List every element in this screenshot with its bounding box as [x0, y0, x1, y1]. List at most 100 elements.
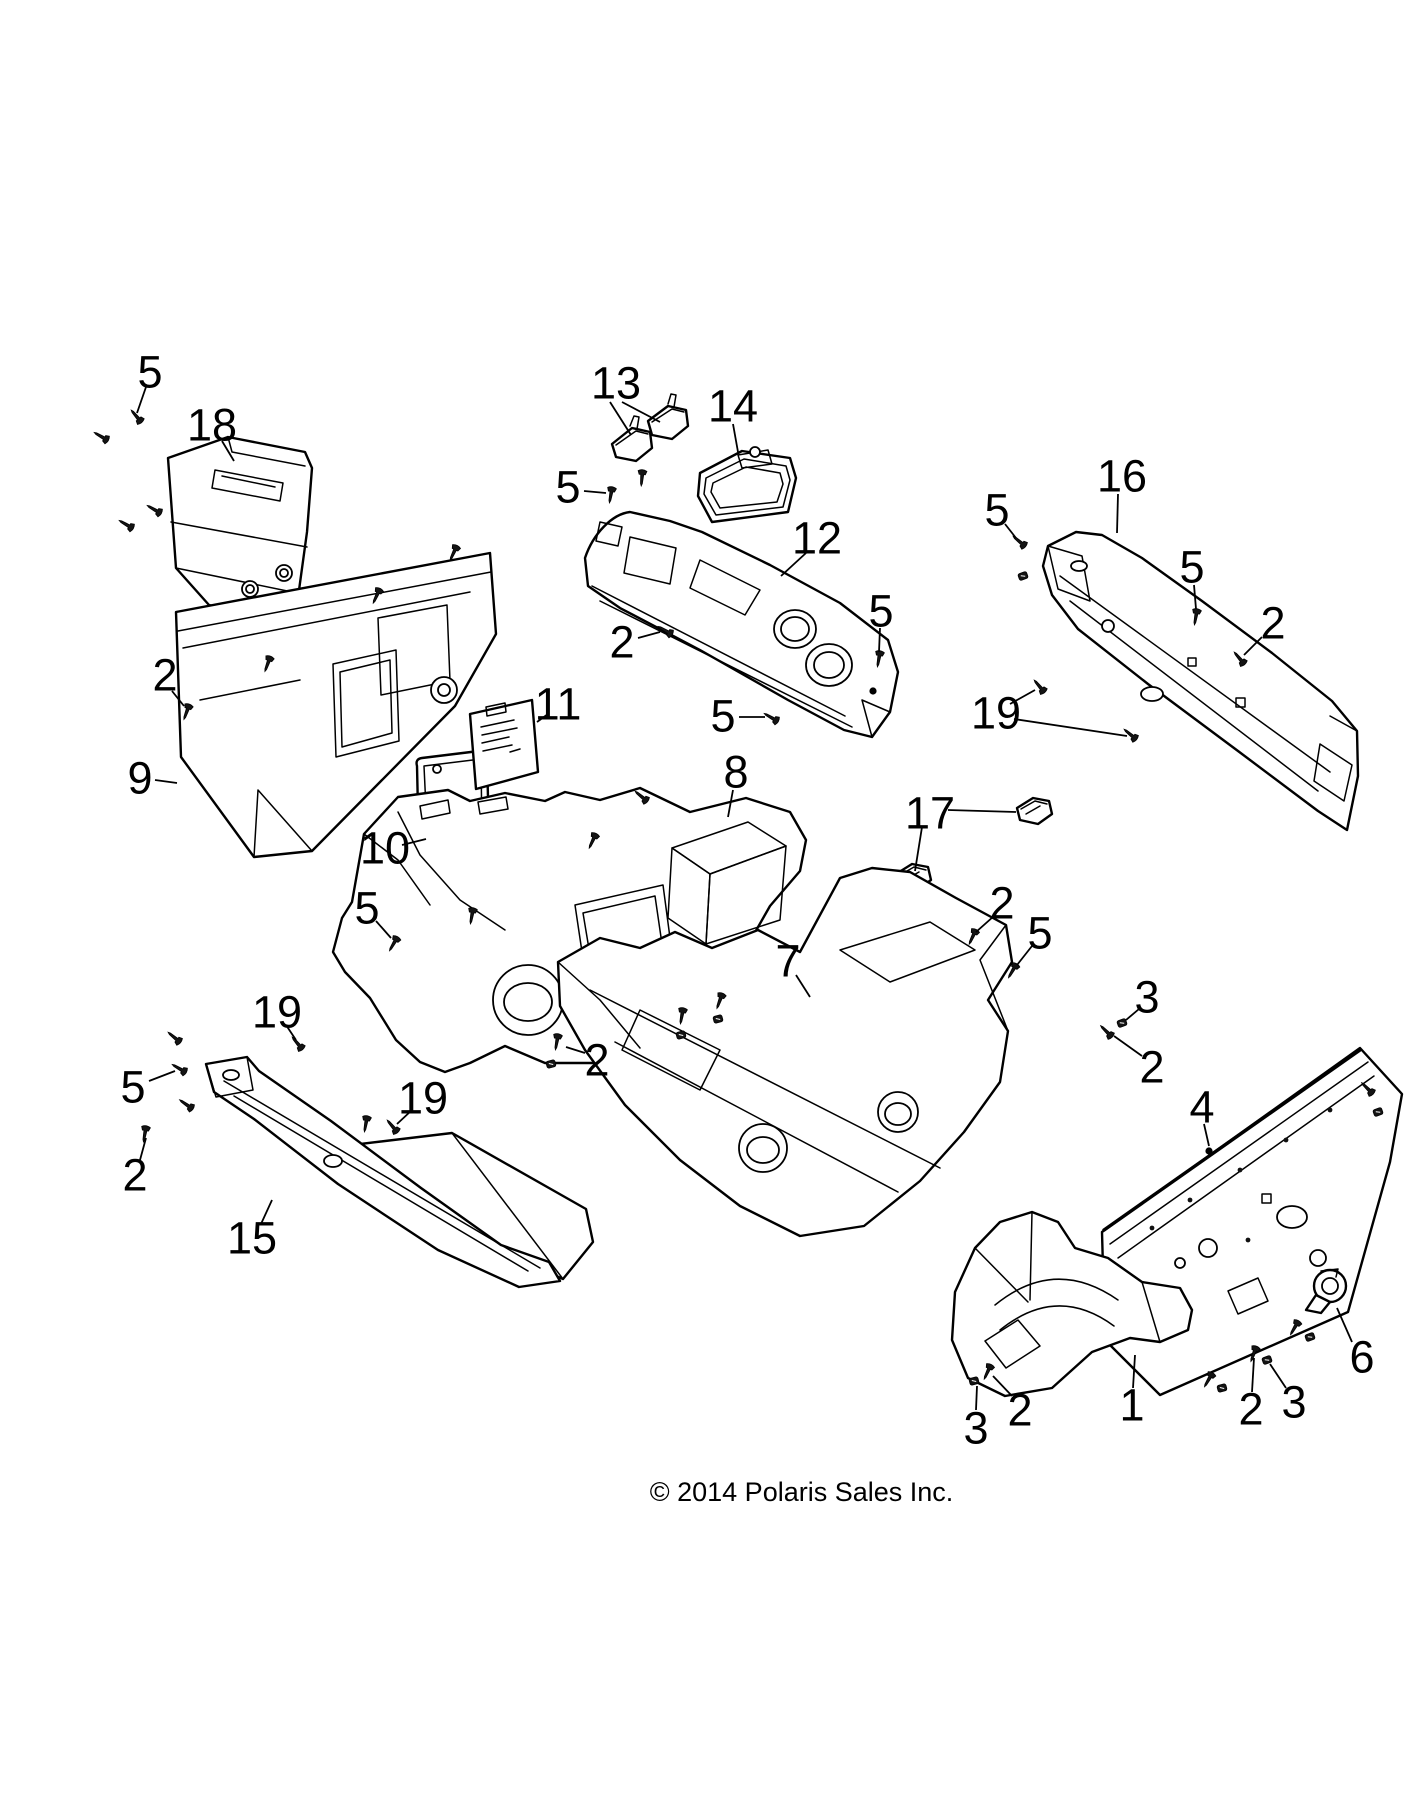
- leader-line: [1013, 718, 1128, 737]
- rivet-dot-icon: [1205, 1147, 1213, 1155]
- callout-2-31: 2: [584, 1035, 609, 1086]
- screw-icon: [1203, 1371, 1217, 1388]
- leader-line: [171, 690, 185, 707]
- screw-icon: [637, 469, 648, 488]
- callout-5-11: 5: [868, 586, 893, 637]
- callout-2-26: 2: [1139, 1042, 1164, 1093]
- callout-3-24: 3: [1134, 972, 1159, 1023]
- screw-icon: [678, 1007, 688, 1025]
- callout-12-8: 12: [792, 513, 842, 564]
- leader-line: [536, 713, 549, 723]
- leader-line: [154, 779, 178, 784]
- callout-5-20: 5: [354, 883, 379, 934]
- callout-7-23: 7: [775, 936, 800, 987]
- callout-8-17: 8: [723, 747, 748, 798]
- screw-icon: [130, 409, 145, 425]
- leader-line: [396, 1109, 413, 1125]
- leader-line: [1009, 689, 1036, 705]
- nut-icon: [1116, 1018, 1128, 1028]
- leader-line: [975, 915, 995, 933]
- leader-line: [1243, 636, 1263, 656]
- callout-5-0: 5: [137, 347, 162, 398]
- screw-icon: [1192, 608, 1202, 626]
- leader-line: [1251, 1357, 1255, 1393]
- leader-line: [1203, 1123, 1210, 1147]
- screw-icon: [183, 703, 194, 721]
- callout-3-33: 3: [963, 1403, 988, 1454]
- leader-line: [727, 789, 734, 818]
- screw-icon: [449, 544, 462, 562]
- callout-6-38: 6: [1349, 1332, 1374, 1383]
- leader-line: [401, 838, 427, 846]
- rivet-dot-icon: [869, 687, 877, 695]
- leaders-layer: [136, 386, 1353, 1411]
- screw-icon: [1123, 728, 1139, 743]
- callout-5-6: 5: [984, 485, 1009, 536]
- leader-line: [221, 440, 235, 462]
- leader-line: [637, 631, 661, 639]
- nut-icon: [1304, 1332, 1316, 1342]
- leader-line: [136, 386, 147, 414]
- callout-19-25: 19: [252, 987, 302, 1038]
- screw-icon: [264, 655, 275, 673]
- screw-icon: [372, 587, 385, 605]
- callout-5-4: 5: [555, 462, 580, 513]
- screw-icon: [657, 625, 674, 639]
- nut-icon: [1216, 1383, 1228, 1393]
- callout-16-5: 16: [1097, 451, 1147, 502]
- screw-icon: [146, 504, 163, 518]
- leader-line: [795, 974, 811, 998]
- screw-icon: [716, 992, 727, 1010]
- screw-icon: [1012, 535, 1028, 550]
- leader-line: [375, 920, 392, 939]
- callout-15-32: 15: [227, 1213, 277, 1264]
- callout-19-12: 19: [971, 688, 1021, 739]
- leader-line: [609, 401, 632, 436]
- copyright-text: © 2014 Polaris Sales Inc.: [649, 1477, 954, 1507]
- screw-icon: [178, 1099, 195, 1113]
- callout-13-2: 13: [591, 358, 641, 409]
- part-18-storage-bin: [166, 435, 314, 624]
- screw-icon: [1099, 1024, 1115, 1040]
- leader-line: [260, 1199, 273, 1225]
- callout-5-19: 5: [710, 691, 735, 742]
- leader-line: [914, 826, 923, 872]
- screw-icon: [362, 1115, 372, 1133]
- part-9-rear-panel-left: [174, 551, 498, 859]
- fasteners-layer: [93, 409, 1384, 1393]
- nut-icon: [1261, 1355, 1273, 1365]
- parts-layer: [166, 393, 1404, 1398]
- leader-line: [583, 490, 607, 494]
- part-1-footwell-right: [950, 1210, 1194, 1398]
- screw-icon: [1233, 651, 1248, 667]
- leader-line: [1193, 584, 1197, 610]
- screw-icon: [171, 1063, 188, 1077]
- leader-line: [621, 401, 661, 423]
- leader-line: [1125, 1008, 1140, 1021]
- screw-icon: [291, 1036, 306, 1052]
- leader-line: [1336, 1307, 1353, 1343]
- leader-line: [1016, 945, 1033, 966]
- nut-icon: [1372, 1107, 1384, 1117]
- nut-icon: [712, 1014, 724, 1024]
- screw-icon: [468, 907, 478, 925]
- callout-4-29: 4: [1189, 1082, 1214, 1133]
- screw-icon: [1033, 679, 1048, 695]
- screw-icon: [1250, 1345, 1261, 1363]
- leader-line: [732, 423, 739, 453]
- callout-2-13: 2: [152, 650, 177, 701]
- screw-icon: [1360, 1081, 1376, 1097]
- callout-19-28: 19: [398, 1073, 448, 1124]
- screw-icon: [763, 712, 780, 726]
- callout-2-9: 2: [1260, 598, 1285, 649]
- callout-1-35: 1: [1119, 1380, 1144, 1431]
- leader-line: [975, 1385, 978, 1411]
- part-15-rocker-panel-left: [204, 1055, 595, 1289]
- part-12-center-console: [583, 510, 900, 739]
- nut-icon: [545, 1059, 557, 1069]
- screw-icon: [388, 935, 402, 952]
- screw-icon: [386, 1119, 401, 1135]
- callout-5-22: 5: [1027, 908, 1052, 959]
